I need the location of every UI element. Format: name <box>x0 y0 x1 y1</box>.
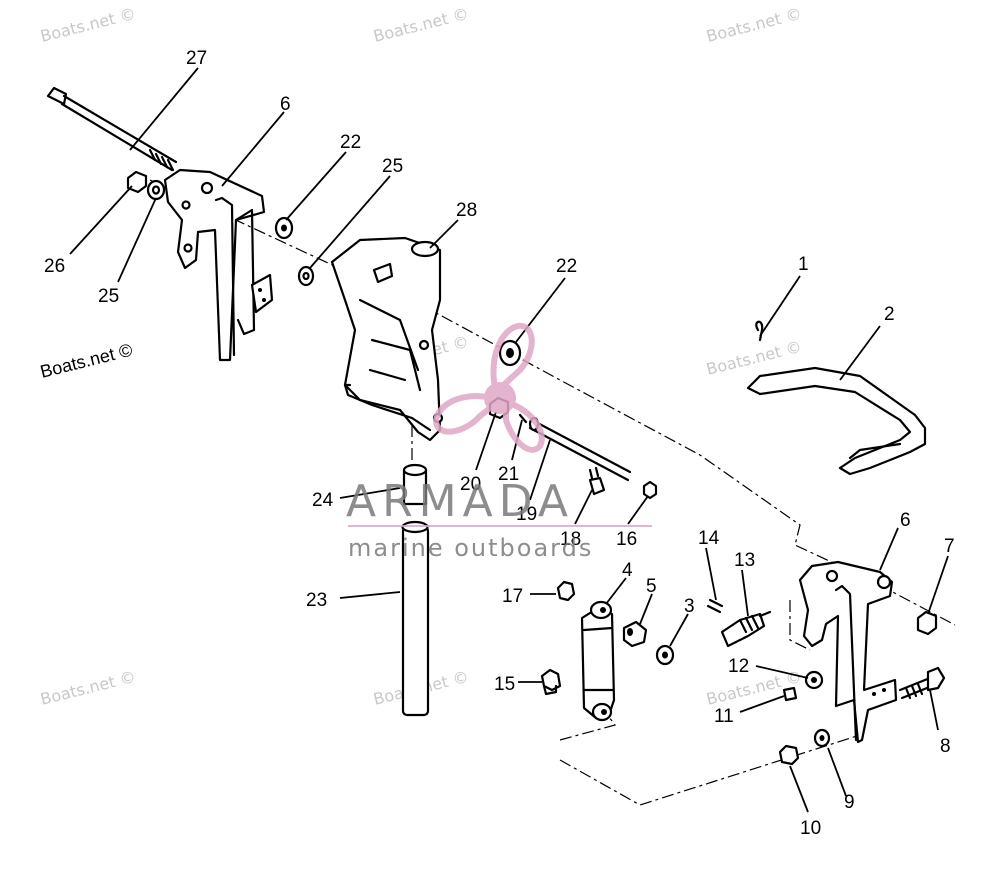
nut-17 <box>556 580 576 602</box>
callout-1: 1 <box>798 254 809 275</box>
callout-26: 26 <box>44 256 65 277</box>
callout-6-left: 6 <box>280 94 291 115</box>
armada-logo: ARMADA marine outboards <box>346 323 652 562</box>
watermark-text: Boats.net © <box>371 4 470 46</box>
bolt-13 <box>720 610 772 648</box>
callout-22-upper: 22 <box>340 132 361 153</box>
callout-18: 18 <box>560 529 581 550</box>
nut-10 <box>778 744 800 766</box>
washer-12 <box>804 670 824 690</box>
callout-14: 14 <box>698 528 720 549</box>
brand-name: ARMADA <box>346 476 574 527</box>
propeller-logo-icon <box>432 323 545 453</box>
callout-labels: 27 6 22 25 28 26 25 22 1 2 20 21 19 24 1… <box>44 48 955 839</box>
callout-24: 24 <box>312 490 334 511</box>
bushing-5 <box>622 620 648 648</box>
watermark-text: Boats.net © <box>704 4 803 46</box>
watermark-text-dark: Boats.net © <box>38 340 134 382</box>
bolt-27 <box>46 86 178 172</box>
callout-17: 17 <box>502 586 523 607</box>
callout-19: 19 <box>516 504 537 525</box>
callout-9: 9 <box>844 792 855 813</box>
callout-28: 28 <box>456 200 477 221</box>
callout-6-right: 6 <box>900 510 911 531</box>
clip-1 <box>755 320 764 342</box>
pin-21 <box>518 413 528 424</box>
washer-3 <box>655 644 675 666</box>
callout-25-lower: 25 <box>98 286 119 307</box>
nut-16 <box>642 480 658 500</box>
brand-tagline: marine outboards <box>348 534 593 562</box>
bracket-6-right <box>798 560 898 744</box>
cylinder-4 <box>580 600 616 722</box>
callout-23: 23 <box>306 590 327 611</box>
callout-4: 4 <box>622 560 633 581</box>
pin-14 <box>706 598 724 614</box>
tube-24 <box>402 463 428 506</box>
washer-25-center <box>297 265 315 287</box>
swivel-bracket-28 <box>330 236 444 442</box>
callout-13: 13 <box>734 550 755 571</box>
tilt-bar-2 <box>746 366 927 476</box>
nut-26 <box>126 170 148 194</box>
washer-22-right <box>498 339 522 367</box>
bolt-8 <box>898 666 946 700</box>
callout-15: 15 <box>494 674 515 695</box>
callout-5: 5 <box>646 576 657 597</box>
watermark-text: Boats.net © <box>38 667 137 709</box>
screw-11 <box>782 686 798 702</box>
callout-27: 27 <box>186 48 207 69</box>
shaft-19 <box>528 416 632 482</box>
washer-25-left <box>146 179 166 201</box>
bolt-15 <box>540 668 562 696</box>
callout-10: 10 <box>800 818 821 839</box>
callout-20: 20 <box>460 474 481 495</box>
callout-7: 7 <box>944 536 955 557</box>
washer-9 <box>813 728 831 748</box>
screw-18 <box>588 466 606 496</box>
callout-22-right: 22 <box>556 256 577 277</box>
callout-3: 3 <box>684 596 695 617</box>
callout-16: 16 <box>616 529 637 550</box>
callout-12: 12 <box>728 656 749 677</box>
callout-11: 11 <box>714 706 734 727</box>
nut-7 <box>916 610 938 636</box>
callout-21: 21 <box>498 464 519 485</box>
callout-25-upper: 25 <box>382 156 403 177</box>
bracket-6-left <box>163 168 274 362</box>
washer-22-upper <box>274 216 294 240</box>
callout-8: 8 <box>940 736 951 757</box>
watermark-text: Boats.net © <box>38 4 137 46</box>
callout-2: 2 <box>884 304 895 325</box>
